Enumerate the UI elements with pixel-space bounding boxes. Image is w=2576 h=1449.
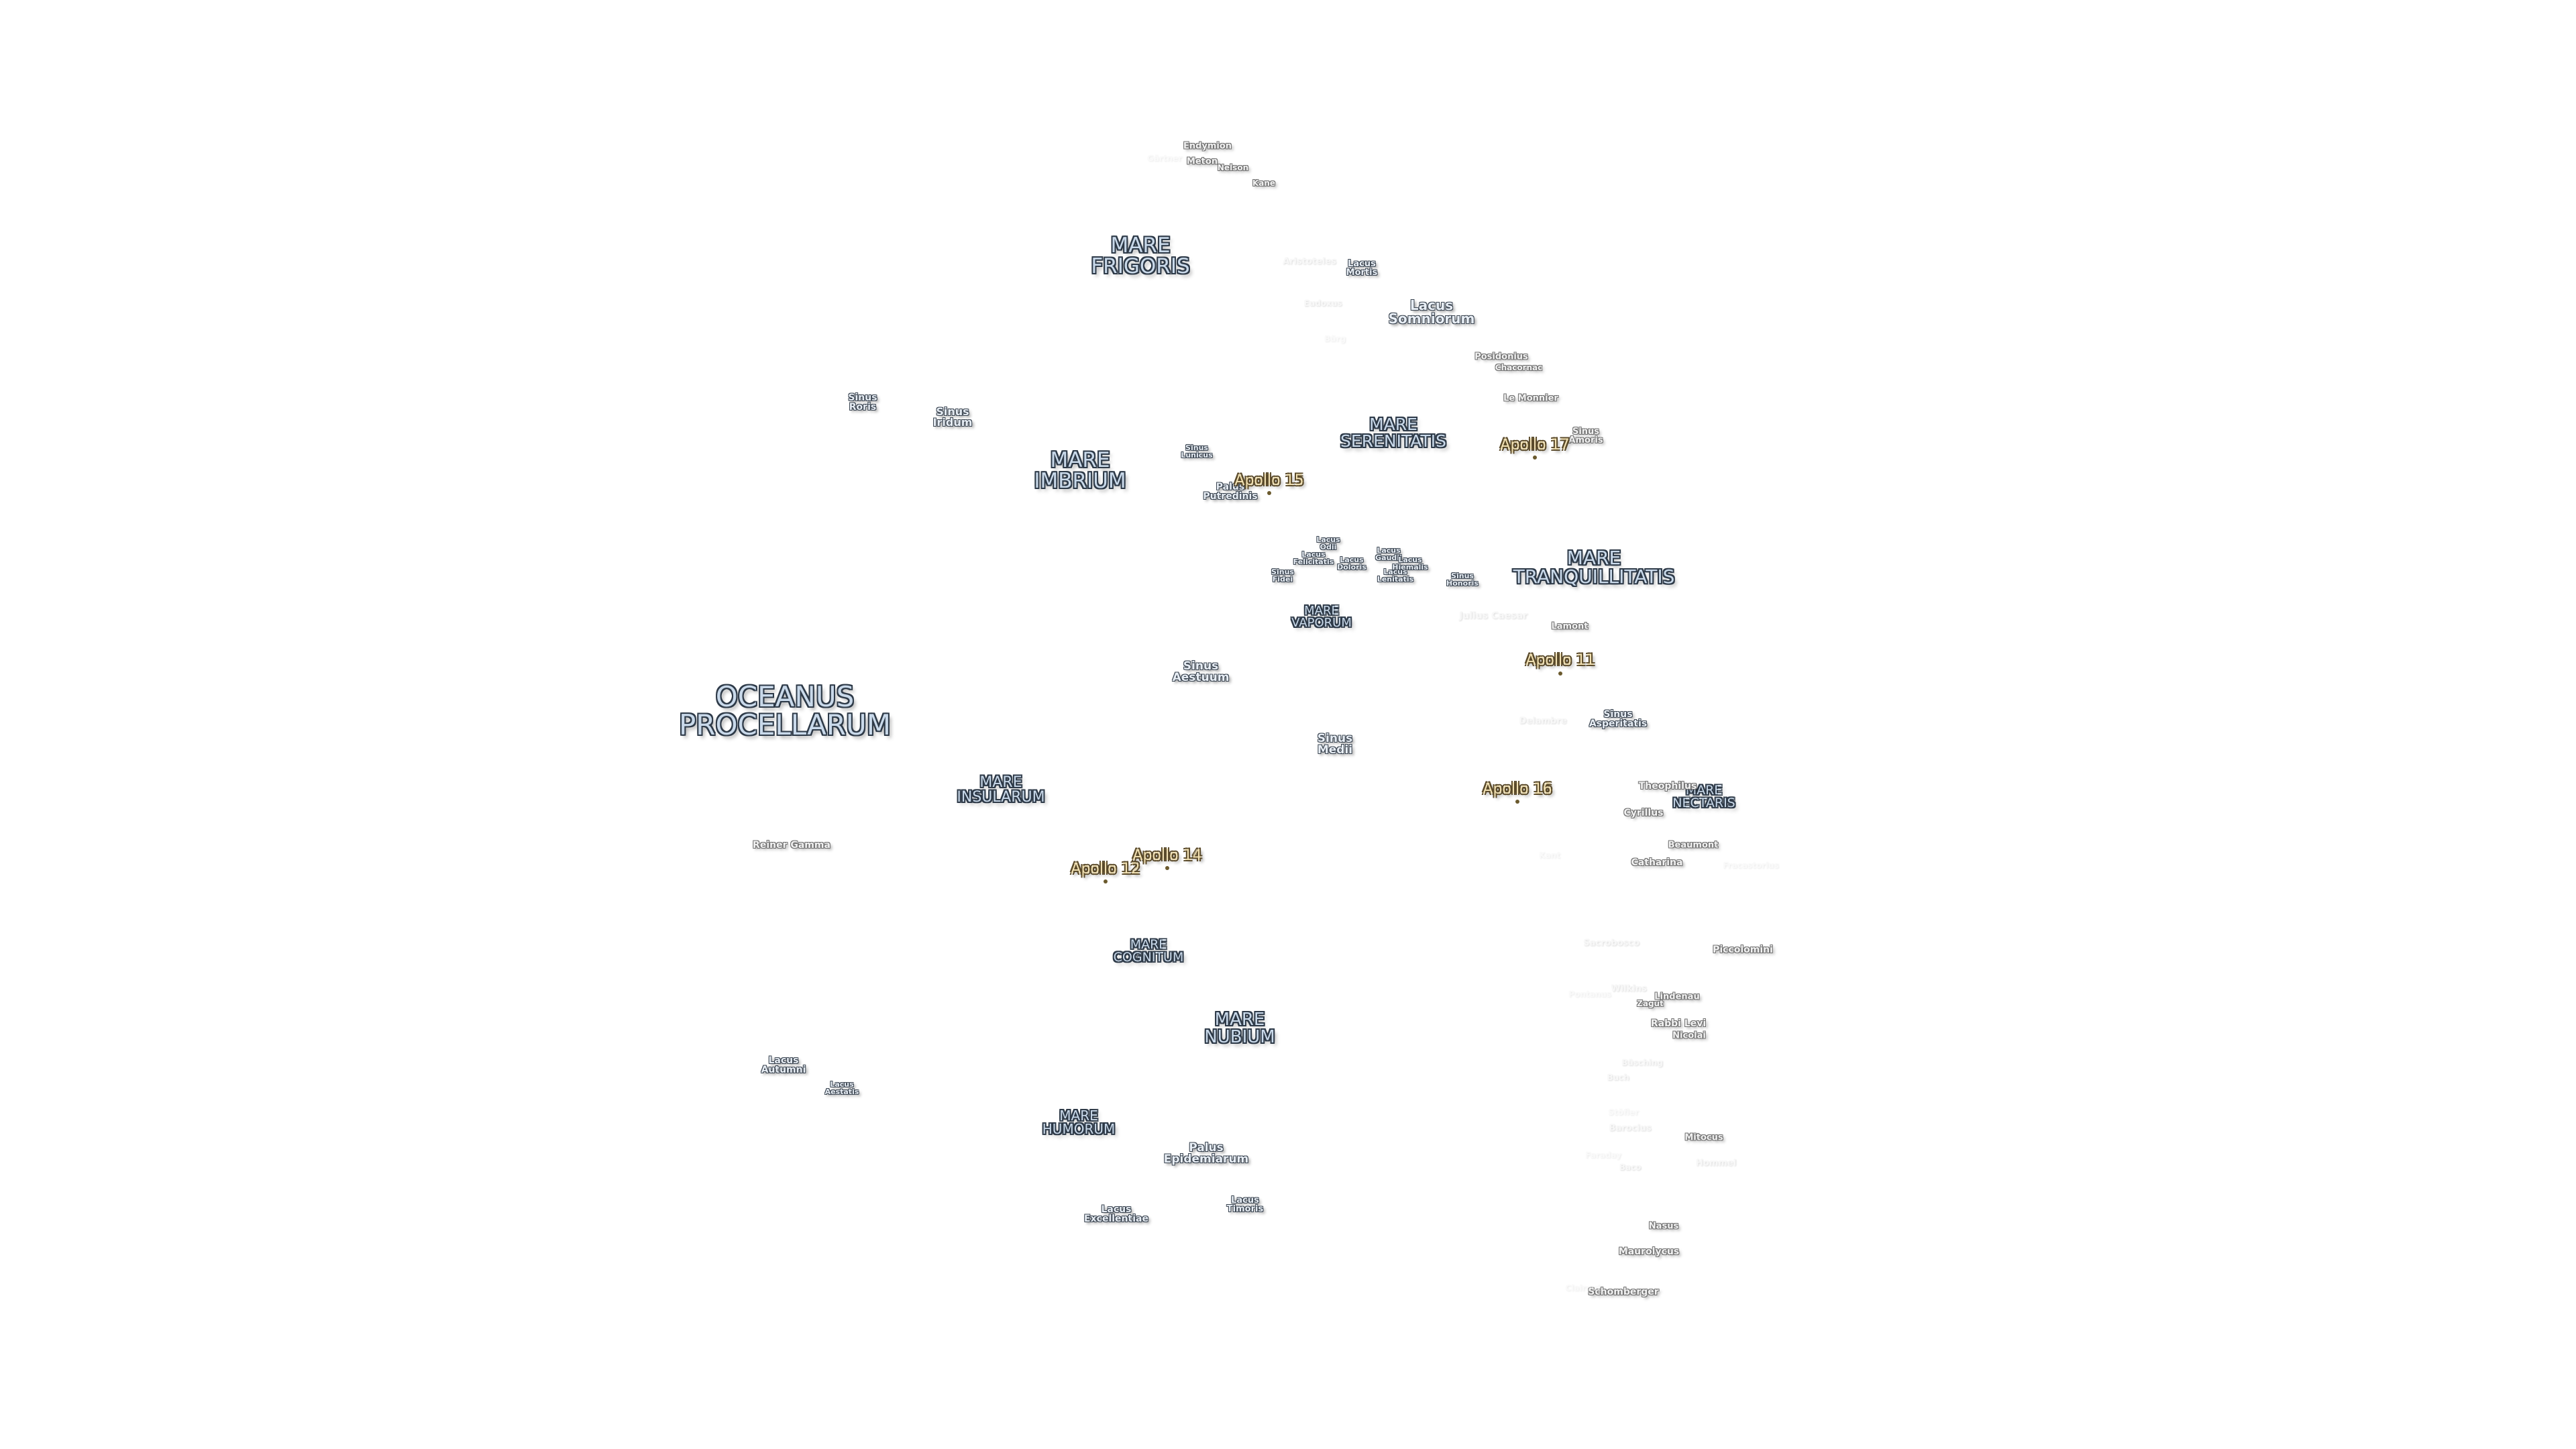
label-barocius: Barocius xyxy=(1609,1123,1652,1134)
label-busching: Büsching xyxy=(1621,1058,1663,1067)
label-lacus-lenitatis: Lacus Lenitatis xyxy=(1377,568,1414,584)
label-julius-caesar: Julius Caesar xyxy=(1459,610,1527,621)
label-beaumont: Beaumont xyxy=(1668,840,1719,851)
label-lacus-excellentiae: Lacus Excellentiae xyxy=(1084,1204,1148,1224)
label-lacus-odii: Lacus Odii xyxy=(1316,535,1340,551)
label-sinus-medii: Sinus Medii xyxy=(1317,732,1353,757)
label-baco: Baco xyxy=(1619,1163,1642,1172)
label-faint-4: Fracastorius xyxy=(1723,861,1779,870)
label-faint-7: Faraday xyxy=(1585,1150,1621,1160)
label-sinus-fidei: Sinus Fidei xyxy=(1271,568,1294,584)
label-chacornac: Chacornac xyxy=(1495,363,1543,372)
label-delambre: Delambre xyxy=(1519,716,1567,727)
label-apollo-15: Apollo 15 xyxy=(1234,472,1304,489)
label-sinus-iridum: Sinus Iridum xyxy=(932,405,973,429)
label-sinus-aestuum: Sinus Aestuum xyxy=(1172,659,1230,684)
label-mare-nubium: MARE NUBIUM xyxy=(1204,1010,1275,1047)
label-faint-3: Kant xyxy=(1539,851,1560,860)
label-faint-2: Bürg xyxy=(1324,334,1346,343)
label-lacus-felicitatis: Lacus Felicitatis xyxy=(1293,550,1334,566)
label-apollo-11: Apollo 11 xyxy=(1525,652,1595,669)
label-zagut: Zagut xyxy=(1637,999,1664,1008)
label-apollo-12: Apollo 12 xyxy=(1071,861,1140,877)
label-apollo-14: Apollo 14 xyxy=(1132,847,1202,864)
label-mare-insularum: MARE INSULARUM xyxy=(957,774,1045,806)
label-aristoteles: Aristoteles xyxy=(1283,256,1336,267)
label-buch: Buch xyxy=(1607,1073,1629,1082)
apollo-17-marker xyxy=(1533,455,1537,460)
label-theophilus: Theophilus xyxy=(1638,781,1697,792)
label-le-monnier: Le Monnier xyxy=(1503,393,1558,404)
label-hommel: Hommel xyxy=(1695,1158,1737,1169)
label-oceanus-procellarum: OCEANUS PROCELLARUM xyxy=(678,680,892,741)
label-piccolomini: Piccolomini xyxy=(1713,945,1773,955)
label-sinus-roris: Sinus Roris xyxy=(848,392,877,413)
label-lacus-mortis: Lacus Mortis xyxy=(1346,259,1378,278)
label-lacus-aestatis: Lacus Aestatis xyxy=(824,1080,859,1096)
label-faint-5: Pontanus xyxy=(1568,989,1611,999)
label-kane: Kane xyxy=(1252,178,1276,188)
label-mare-tranquillitatis: MARE TRANQUILLITATIS xyxy=(1513,547,1675,588)
label-posidonius: Posidonius xyxy=(1474,352,1528,362)
label-sinus-honoris: Sinus Honoris xyxy=(1446,572,1479,588)
label-wilkins: Wilkins xyxy=(1611,983,1647,994)
label-lacus-doloris: Lacus Doloris xyxy=(1337,555,1366,572)
label-palus-epidemiarum: Palus Epidemiarum xyxy=(1163,1141,1249,1166)
label-mare-cognitum: MARE COGNITUM xyxy=(1113,937,1184,965)
apollo-15-marker xyxy=(1267,491,1271,495)
label-nelson: Nelson xyxy=(1217,163,1249,172)
label-nasus: Nasus xyxy=(1648,1221,1679,1232)
label-apollo-17: Apollo 17 xyxy=(1500,437,1570,453)
label-faint-1: Gärtner xyxy=(1146,154,1183,163)
label-rabbi-levi: Rabbi Levi xyxy=(1650,1018,1707,1029)
label-sacrobosco: Sacrobosco xyxy=(1583,938,1640,949)
label-sinus-lunicus: Sinus Lunicus xyxy=(1181,443,1213,460)
label-lamont: Lamont xyxy=(1551,621,1589,632)
label-lacus-hiemalis: Lacus Hiemalis xyxy=(1392,555,1428,572)
label-faint-8: Clairaut xyxy=(1565,1283,1601,1293)
label-mare-humorum: MARE HUMORUM xyxy=(1042,1108,1116,1137)
label-cyrillus: Cyrillus xyxy=(1623,808,1664,818)
label-mare-nectaris: MARE NECTARIS xyxy=(1672,783,1735,810)
label-mitocus: Mitocus xyxy=(1684,1132,1723,1143)
label-mare-imbrium: MARE IMBRIUM xyxy=(1034,448,1126,493)
label-reiner-gamma: Reiner Gamma xyxy=(753,840,830,851)
label-endymion: Endymion xyxy=(1183,141,1232,152)
label-schomberger: Schomberger xyxy=(1588,1287,1659,1297)
label-palus-putredinis: Palus Putredinis xyxy=(1203,482,1258,502)
apollo-12-marker xyxy=(1104,879,1108,883)
label-lacus-timoris: Lacus Timoris xyxy=(1226,1195,1264,1214)
label-lindenau: Lindenau xyxy=(1654,991,1700,1002)
label-sinus-amoris: Sinus Amoris xyxy=(1568,427,1603,445)
label-mare-vaporum: MARE VAPORUM xyxy=(1291,604,1352,630)
label-meton: Meton xyxy=(1186,156,1218,167)
label-sinus-asperitatis: Sinus Asperitatis xyxy=(1589,709,1648,729)
apollo-14-marker xyxy=(1165,866,1169,870)
label-lacus-somniorum: Lacus Somniorum xyxy=(1388,297,1475,327)
label-lacus-autumni: Lacus Autumni xyxy=(761,1055,806,1075)
label-maurolycus: Maurolycus xyxy=(1618,1246,1680,1257)
label-lacus-gaudii: Lacus Gaudii xyxy=(1375,546,1402,562)
label-faint-6: Stöfler xyxy=(1608,1108,1639,1117)
apollo-16-marker xyxy=(1515,800,1519,804)
label-mare-serenitatis: MARE SERENITATIS xyxy=(1340,415,1446,451)
label-eudoxus: Eudoxus xyxy=(1303,299,1342,308)
label-catharina: Catharina xyxy=(1631,857,1683,868)
label-nicolai: Nicolai xyxy=(1672,1030,1706,1041)
label-apollo-16: Apollo 16 xyxy=(1483,781,1552,798)
label-mare-frigoris: MARE FRIGORIS xyxy=(1091,233,1190,278)
apollo-11-marker xyxy=(1558,672,1562,676)
